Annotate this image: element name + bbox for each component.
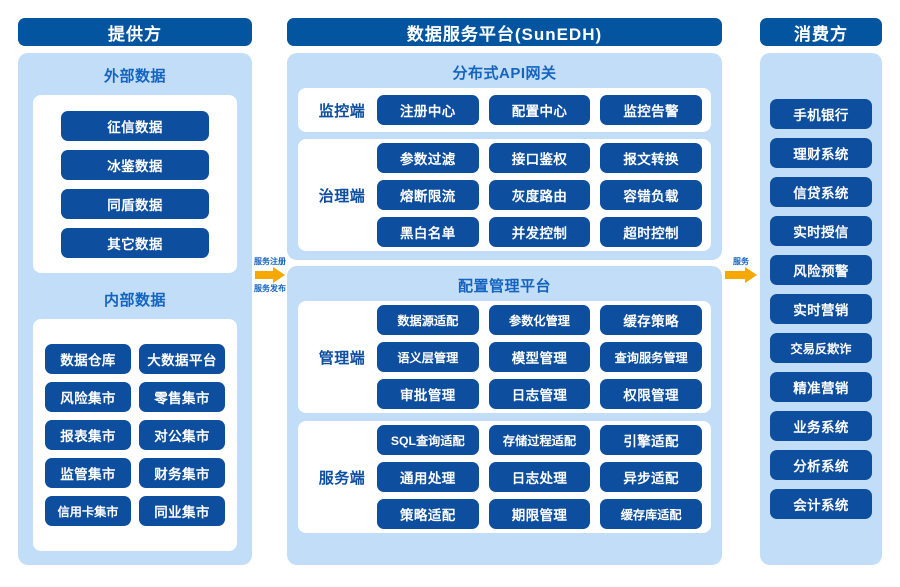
governance-section-card: 治理端 参数过滤 接口鉴权 报文转换 熔断限流 灰度路由 容错负载 黑白名单 并…: [298, 139, 711, 251]
service-registration-arrow-group: 服务注册 服务发布: [254, 256, 286, 294]
external-data-item[interactable]: 冰鉴数据: [61, 149, 209, 180]
management-section-card: 管理端 数据源适配 参数化管理 缓存策略 语义层管理 模型管理 查询服务管理 审…: [298, 301, 711, 413]
service-item[interactable]: 通用处理: [377, 462, 479, 492]
management-section-row: 管理端 数据源适配 参数化管理 缓存策略 语义层管理 模型管理 查询服务管理 审…: [298, 301, 711, 413]
consumer-item[interactable]: 实时营销: [770, 294, 872, 324]
management-item[interactable]: 日志管理: [488, 379, 591, 409]
internal-data-title: 内部数据: [103, 292, 166, 309]
monitor-item[interactable]: 监控告警: [600, 95, 702, 125]
governance-item[interactable]: 接口鉴权: [488, 143, 591, 173]
internal-data-item[interactable]: 数据仓库: [45, 344, 131, 374]
consumer-items-list: 手机银行 理财系统 信贷系统 实时授信 风险预警 实时营销 交易反欺诈 精准营销…: [770, 53, 872, 565]
config-management-panel: 配置管理平台 管理端 数据源适配 参数化管理 缓存策略 语义层管理 模型管理 查…: [287, 266, 722, 565]
arrow-label-bottom: 服务发布: [254, 284, 286, 293]
management-section-label: 管理端: [318, 349, 366, 367]
consumer-item[interactable]: 会计系统: [770, 489, 872, 519]
governance-item[interactable]: 并发控制: [488, 217, 591, 247]
service-item[interactable]: 期限管理: [488, 499, 591, 529]
governance-item[interactable]: 报文转换: [600, 143, 702, 173]
governance-item[interactable]: 灰度路由: [488, 180, 591, 210]
governance-item[interactable]: 参数过滤: [377, 143, 479, 173]
service-section-label: 服务端: [318, 469, 366, 487]
service-delivery-arrow-group: 服务: [724, 256, 758, 283]
arrow-right-icon: [255, 267, 285, 283]
monitor-item[interactable]: 配置中心: [488, 95, 591, 125]
service-item[interactable]: SQL查询适配: [377, 425, 479, 455]
service-item[interactable]: 存储过程适配: [488, 425, 591, 455]
arrow-right-icon: [725, 267, 757, 283]
service-item[interactable]: 引擎适配: [600, 425, 702, 455]
service-section-row: 服务端 SQL查询适配 存储过程适配 引擎适配 通用处理 日志处理 异步适配 策…: [298, 421, 711, 533]
service-item[interactable]: 策略适配: [377, 499, 479, 529]
consumer-item[interactable]: 信贷系统: [770, 177, 872, 207]
external-data-card: 征信数据 冰鉴数据 同盾数据 其它数据: [33, 95, 237, 273]
service-items-grid: SQL查询适配 存储过程适配 引擎适配 通用处理 日志处理 异步适配 策略适配 …: [377, 425, 702, 529]
consumer-item[interactable]: 手机银行: [770, 99, 872, 129]
internal-data-item[interactable]: 风险集市: [45, 382, 131, 412]
governance-item[interactable]: 熔断限流: [377, 180, 479, 210]
monitor-item[interactable]: 注册中心: [377, 95, 479, 125]
internal-data-item[interactable]: 信用卡集市: [45, 496, 131, 526]
provider-panel: 外部数据 征信数据 冰鉴数据 同盾数据 其它数据 内部数据 数据仓库 大数据平台…: [18, 53, 252, 565]
governance-items-grid: 参数过滤 接口鉴权 报文转换 熔断限流 灰度路由 容错负载 黑白名单 并发控制 …: [377, 143, 702, 247]
management-item[interactable]: 缓存策略: [600, 305, 702, 335]
consumer-item[interactable]: 分析系统: [770, 450, 872, 480]
internal-data-card: 数据仓库 大数据平台 风险集市 零售集市 报表集市 对公集市 监管集市 财务集市…: [33, 319, 237, 551]
internal-data-grid: 数据仓库 大数据平台 风险集市 零售集市 报表集市 对公集市 监管集市 财务集市…: [45, 344, 225, 526]
service-item[interactable]: 异步适配: [600, 462, 702, 492]
management-items-grid: 数据源适配 参数化管理 缓存策略 语义层管理 模型管理 查询服务管理 审批管理 …: [377, 305, 702, 409]
internal-data-item[interactable]: 零售集市: [139, 382, 225, 412]
management-item[interactable]: 语义层管理: [377, 342, 479, 372]
api-gateway-panel: 分布式API网关 监控端 注册中心 配置中心 监控告警 治理端 参数过滤 接口鉴…: [287, 53, 722, 260]
monitor-section-row: 监控端 注册中心 配置中心 监控告警: [298, 88, 711, 132]
service-item[interactable]: 缓存库适配: [600, 499, 702, 529]
governance-item[interactable]: 超时控制: [600, 217, 702, 247]
consumer-item[interactable]: 交易反欺诈: [770, 333, 872, 363]
consumer-column-header: 消费方: [760, 18, 882, 46]
service-section-card: 服务端 SQL查询适配 存储过程适配 引擎适配 通用处理 日志处理 异步适配 策…: [298, 421, 711, 533]
monitor-section-card: 监控端 注册中心 配置中心 监控告警: [298, 88, 711, 132]
management-item[interactable]: 模型管理: [488, 342, 591, 372]
consumer-item[interactable]: 精准营销: [770, 372, 872, 402]
arrow-label-top: 服务: [733, 257, 749, 266]
internal-data-item[interactable]: 对公集市: [139, 420, 225, 450]
internal-data-item[interactable]: 同业集市: [139, 496, 225, 526]
consumer-panel: 手机银行 理财系统 信贷系统 实时授信 风险预警 实时营销 交易反欺诈 精准营销…: [760, 53, 882, 565]
external-data-title: 外部数据: [103, 68, 166, 85]
external-data-item[interactable]: 征信数据: [61, 110, 209, 141]
governance-item[interactable]: 容错负载: [600, 180, 702, 210]
governance-item[interactable]: 黑白名单: [377, 217, 479, 247]
management-item[interactable]: 审批管理: [377, 379, 479, 409]
management-item[interactable]: 查询服务管理: [600, 342, 702, 372]
internal-data-item[interactable]: 报表集市: [45, 420, 131, 450]
consumer-item[interactable]: 理财系统: [770, 138, 872, 168]
internal-data-item[interactable]: 监管集市: [45, 458, 131, 488]
config-management-title: 配置管理平台: [457, 278, 551, 295]
governance-section-row: 治理端 参数过滤 接口鉴权 报文转换 熔断限流 灰度路由 容错负载 黑白名单 并…: [298, 139, 711, 251]
governance-section-label: 治理端: [318, 187, 366, 205]
consumer-item[interactable]: 实时授信: [770, 216, 872, 246]
management-item[interactable]: 权限管理: [600, 379, 702, 409]
internal-data-item[interactable]: 财务集市: [139, 458, 225, 488]
consumer-item[interactable]: 业务系统: [770, 411, 872, 441]
monitor-items-grid: 注册中心 配置中心 监控告警: [377, 95, 702, 125]
arrow-label-top: 服务注册: [254, 257, 286, 266]
external-data-item[interactable]: 同盾数据: [61, 188, 209, 219]
management-item[interactable]: 数据源适配: [377, 305, 479, 335]
platform-column-header: 数据服务平台(SunEDH): [287, 18, 722, 46]
api-gateway-title: 分布式API网关: [452, 65, 557, 82]
provider-column-header: 提供方: [18, 18, 252, 46]
external-data-item[interactable]: 其它数据: [61, 227, 209, 258]
consumer-item[interactable]: 风险预警: [770, 255, 872, 285]
monitor-section-label: 监控端: [318, 102, 366, 120]
service-item[interactable]: 日志处理: [488, 462, 591, 492]
management-item[interactable]: 参数化管理: [488, 305, 591, 335]
internal-data-item[interactable]: 大数据平台: [139, 344, 225, 374]
